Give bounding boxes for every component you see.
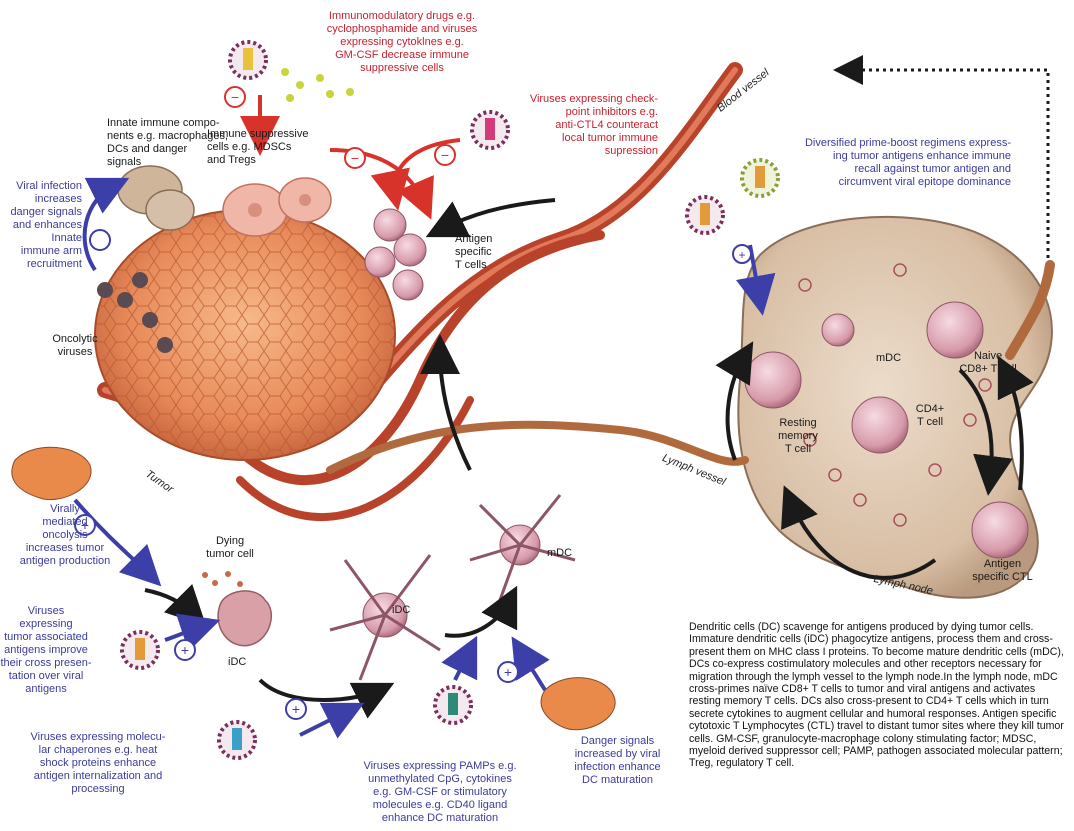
virus-icon-prime [687,197,723,233]
label-cd4: CD4+ T cell [905,403,955,429]
label-viruses-chaperones: Viruses expressing molecu- lar chaperone… [18,731,178,796]
label-viral-infection-danger: Viral infection increases danger signals… [0,180,82,271]
label-mdc-node: mDC [876,352,916,365]
label-checkpoint: Viruses expressing check- point inhibito… [488,93,658,158]
minus-sign-2: − [441,147,449,163]
plus-sign-1: + [738,248,745,262]
plus-sign-3: + [181,642,189,658]
virus-icon-tumor-antigen [122,632,158,668]
label-antigen-specific-t: Antigen specific T cells [455,233,515,272]
minus-sign-1: − [231,89,239,105]
tumor-cell-icons [12,447,615,729]
label-idc-2: iDC [228,656,258,669]
label-diversified: Diversified prime-boost regimens express… [756,137,1011,189]
label-mdc-mid: mDC [547,547,587,560]
tumor-mass [95,210,395,460]
label-danger-signals: Danger signals increased by viral infect… [555,735,680,787]
dendritic-cell-idc [330,555,440,680]
virus-icon-top [230,42,266,78]
label-antigen-specific-ctl: Antigen specific CTL [965,558,1040,584]
dying-tumor-cell [202,571,271,646]
label-virally-mediated: Virally mediated oncolysis increases tum… [10,503,120,568]
label-immune-suppressive: Immune suppressive cells e.g. MDSCs and … [207,128,317,167]
label-resting-memory: Resting memory T cell [768,417,828,456]
figure-caption: Dendritic cells (DC) scavenge for antige… [689,621,1069,770]
plus-sign-5: + [504,664,512,680]
innate-immune-cells [118,166,194,230]
label-naive-cd8: Naive CD8+ T cell [948,350,1028,376]
minus-sign-3: − [351,150,359,166]
label-viruses-tumor-antigens: Viruses expressing tumor associated anti… [0,605,92,696]
label-immunomodulatory: Immunomodulatory drugs e.g. cyclophospha… [292,10,512,75]
virus-icon-pamp [435,687,471,723]
label-dying-tumor-cell: Dying tumor cell [195,535,265,561]
label-oncolytic-viruses: Oncolytic viruses [40,333,110,359]
label-viruses-pamps: Viruses expressing PAMPs e.g. unmethylat… [350,760,530,825]
plus-sign-4: + [292,701,300,717]
virus-icon-chaperone [219,722,255,758]
label-idc-1: iDC [392,604,422,617]
